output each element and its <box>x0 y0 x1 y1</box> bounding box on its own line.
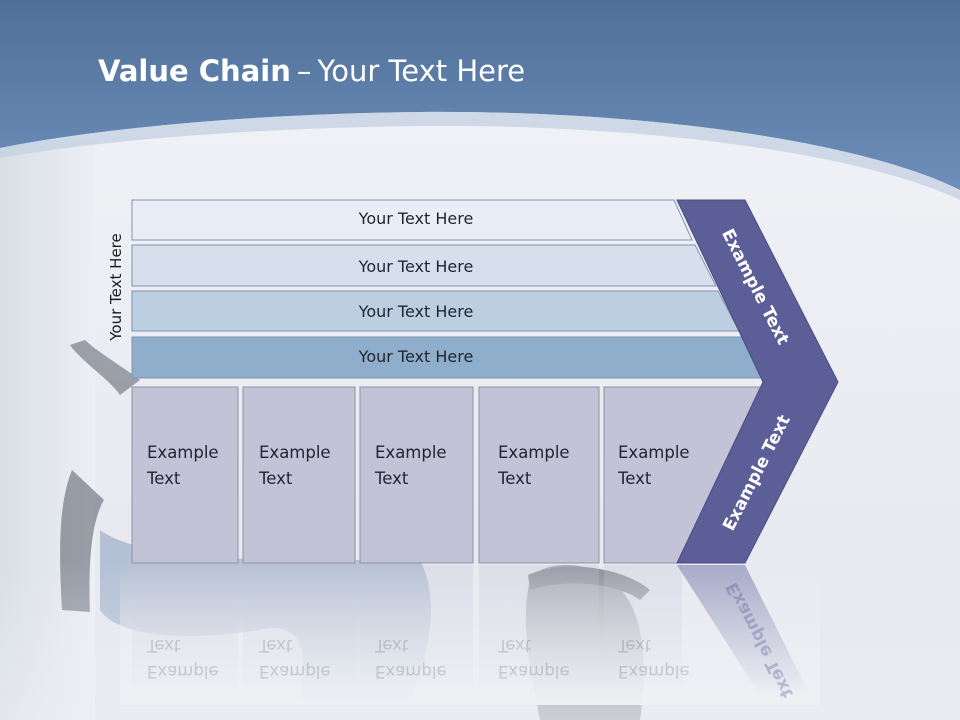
box-reflection-2: Example Text <box>259 632 331 684</box>
title-separator: – <box>296 54 312 88</box>
box-reflection-1-line1: Example <box>147 662 219 681</box>
box-1-line1: Example <box>147 443 219 462</box>
box-text-1: Example Text <box>147 440 219 492</box>
row-label-1: Your Text Here <box>358 209 474 228</box>
box-2-line1: Example <box>259 443 331 462</box>
box-reflection-5-line2: Text <box>618 636 652 655</box>
box-text-2: Example Text <box>259 440 331 492</box>
chevron-reflection <box>677 565 810 695</box>
side-label: Your Text Here <box>107 233 125 341</box>
row-label-2: Your Text Here <box>358 257 474 276</box>
row-bar-2 <box>131 244 717 287</box>
box-reflection-5: Example Text <box>618 632 690 684</box>
page-title: Value Chain–Your Text Here <box>98 54 525 88</box>
box-reflection-3-line1: Example <box>375 662 447 681</box>
box-5-line2: Text <box>618 469 652 488</box>
box-reflection-2-line2: Text <box>259 636 293 655</box>
row-bar-1 <box>131 199 693 241</box>
title-rest: Your Text Here <box>317 54 526 88</box>
row-label-4: Your Text Here <box>358 347 474 366</box>
box-2 <box>242 386 356 564</box>
box-4-line1: Example <box>498 443 570 462</box>
box-2-line2: Text <box>259 469 293 488</box>
box-reflection-2-line1: Example <box>259 662 331 681</box>
box-text-3: Example Text <box>375 440 447 492</box>
box-reflection-3-line2: Text <box>375 636 409 655</box>
box-reflection-4-line1: Example <box>498 662 570 681</box>
box-text-4: Example Text <box>498 440 570 492</box>
box-1-line2: Text <box>147 469 181 488</box>
box-1 <box>131 386 239 564</box>
box-3-line2: Text <box>375 469 409 488</box>
title-bold: Value Chain <box>98 54 291 88</box>
box-reflection-3: Example Text <box>375 632 447 684</box>
box-text-5: Example Text <box>618 440 690 492</box>
chevron-arrow <box>676 199 839 564</box>
box-reflection-1-line2: Text <box>147 636 181 655</box>
box-5-line1: Example <box>618 443 690 462</box>
box-reflection-5-line1: Example <box>618 662 690 681</box>
box-4-line2: Text <box>498 469 532 488</box>
box-reflection-4-line2: Text <box>498 636 532 655</box>
box-4 <box>478 386 600 564</box>
row-label-3: Your Text Here <box>358 302 474 321</box>
box-3 <box>359 386 474 564</box>
box-reflection-4: Example Text <box>498 632 570 684</box>
box-reflection-1: Example Text <box>147 632 219 684</box>
box-3-line1: Example <box>375 443 447 462</box>
